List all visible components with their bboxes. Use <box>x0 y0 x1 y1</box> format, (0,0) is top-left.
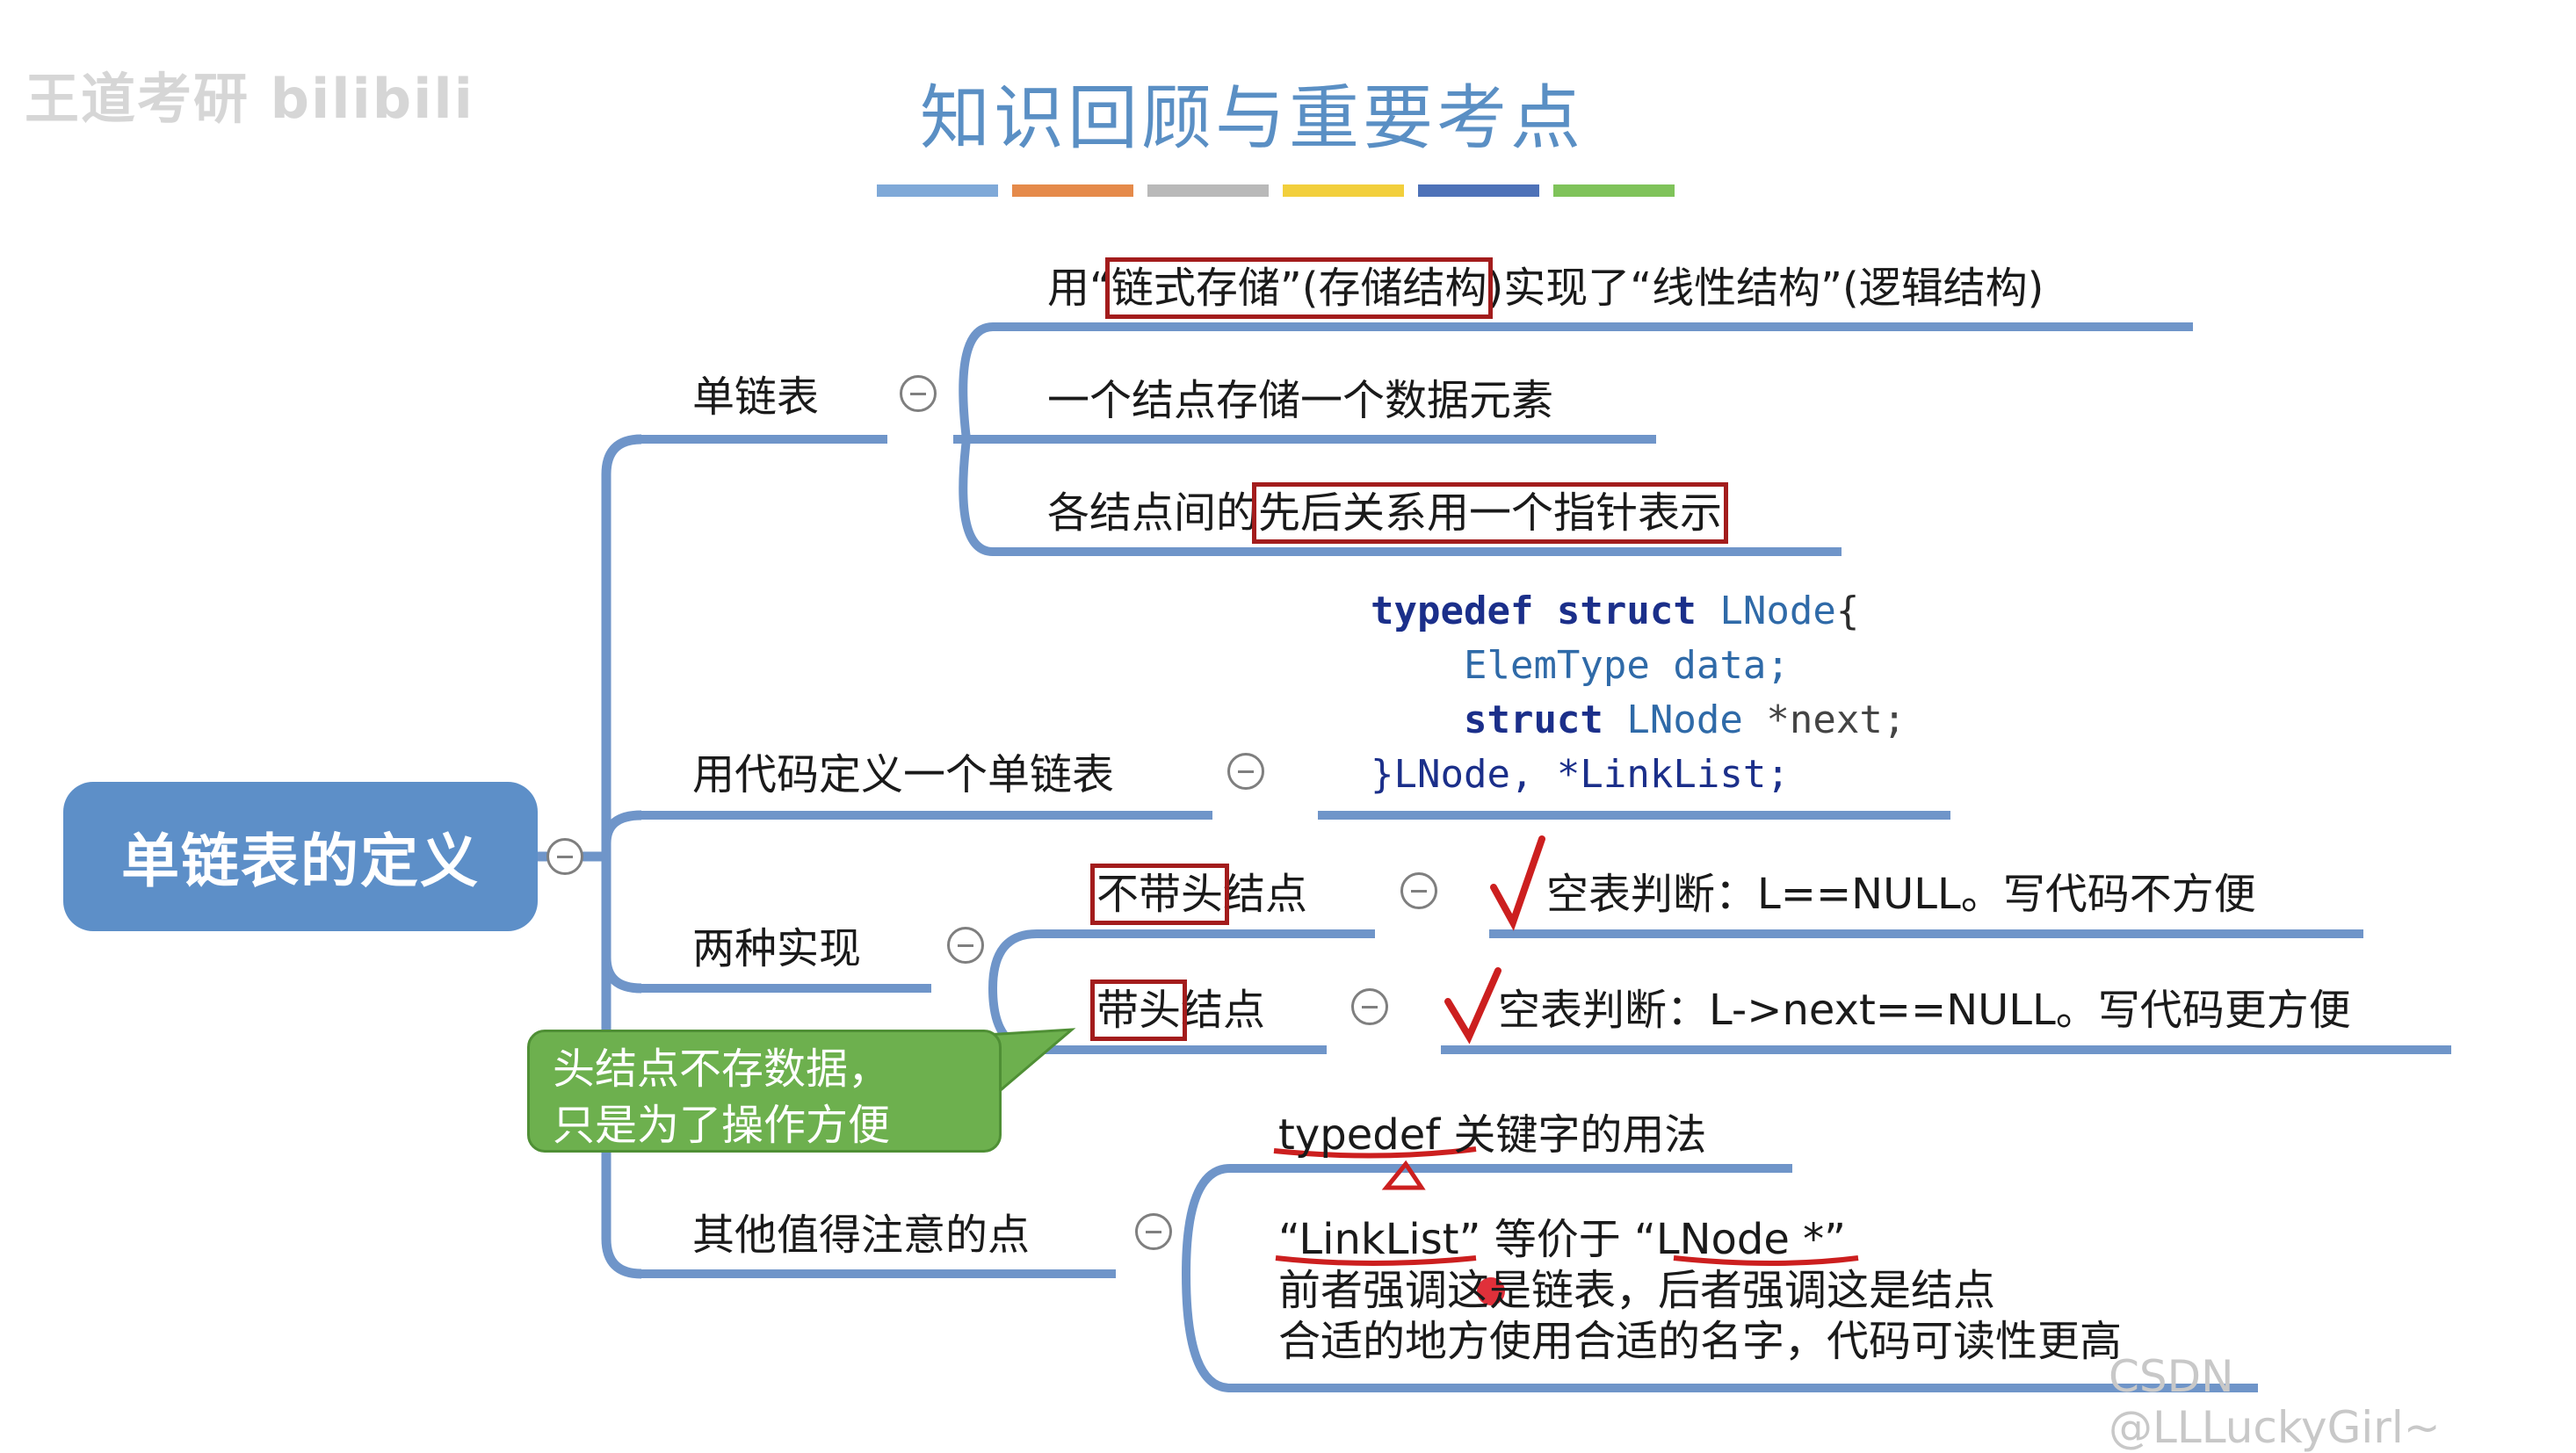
leaf-linklist-equivalence[interactable]: “LinkList” 等价于 “LNode *” 前者强调这是链表，后者强调这是… <box>1278 1214 2122 1367</box>
fan-others <box>1182 1164 1231 1392</box>
branch-two-implementations[interactable]: 两种实现 <box>692 924 862 973</box>
title-color-bar <box>1147 184 1269 197</box>
check-mark-1 <box>1490 835 1545 931</box>
leaf-text: 结点 <box>1181 986 1266 1035</box>
code-text: }LNode, *LinkList; <box>1371 752 1790 797</box>
leaf-linked-storage[interactable]: 用“链式存储”(存储结构)实现了“线性结构”(逻辑结构) <box>1047 253 2044 319</box>
trunk-to-code <box>601 810 642 844</box>
callout-head-node-note: 头结点不存数据， 只是为了操作方便 <box>527 1030 1002 1153</box>
pen-triangle <box>1381 1160 1426 1190</box>
code-keyword: typedef struct <box>1371 589 1697 633</box>
with-head-collapse-button[interactable] <box>1351 988 1388 1025</box>
leaf-line: 合适的地方使用合适的名字，代码可读性更高 <box>1278 1317 2123 1366</box>
note-no-head-empty-check: 空表判断：L==NULL。写代码不方便 <box>1546 870 2256 919</box>
highlight-box: 链式存储”(存储结构 <box>1104 257 1494 319</box>
pen-underline-linklist <box>1275 1255 1477 1266</box>
code-type: LNode <box>1719 589 1836 633</box>
highlight-box: 不带头 <box>1089 864 1230 925</box>
code-text: { <box>1835 589 1860 633</box>
root-node[interactable]: 单链表的定义 <box>63 782 538 931</box>
leaf-typedef-usage[interactable]: typedef 关键字的用法 <box>1278 1100 1706 1161</box>
title-color-bar <box>877 184 998 197</box>
watermark-bottom-right: CSDN @LLLuckyGirl~ <box>2109 1351 2441 1453</box>
code-type: LNode <box>1626 698 1743 742</box>
leaf-node-stores-element[interactable]: 一个结点存储一个数据元素 <box>1047 376 1554 425</box>
leaf-text: 等价于 <box>1480 1215 1634 1264</box>
trunk-line-lower <box>601 857 642 1279</box>
trunk-vertical <box>601 434 642 475</box>
code-type: ElemType <box>1463 643 1650 688</box>
callout-line: 只是为了操作方便 <box>553 1101 891 1150</box>
title-color-bar <box>1418 184 1539 197</box>
branch-single-list[interactable]: 单链表 <box>692 372 820 422</box>
others-collapse-button[interactable] <box>1135 1213 1172 1250</box>
no-head-collapse-button[interactable] <box>1400 872 1437 909</box>
linklist-term: “LinkList” <box>1278 1215 1481 1264</box>
typedef-keyword: typedef <box>1278 1110 1441 1160</box>
leaf-text: 关键字的用法 <box>1440 1110 1707 1160</box>
leaf-pointer-relation[interactable]: 各结点间的先后关系用一个指针表示 <box>1047 478 1729 544</box>
code-definition-collapse-button[interactable] <box>1227 753 1264 790</box>
leaf-text: 结点 <box>1223 870 1308 919</box>
pen-underline-typedef <box>1273 1146 1477 1159</box>
code-text: data; <box>1673 643 1790 688</box>
leaf-with-head-node[interactable]: 带头结点 <box>1089 975 1266 1041</box>
title-color-bars <box>877 184 1675 197</box>
page-title: 知识回顾与重要考点 <box>920 77 1584 159</box>
lnode-pointer-term: “LNode *” <box>1634 1215 1847 1264</box>
highlight-box: 带头 <box>1089 980 1188 1041</box>
pen-cursor-dot <box>1477 1277 1505 1305</box>
leaf-text: 各结点间的 <box>1047 488 1259 538</box>
leaf-no-head-node[interactable]: 不带头结点 <box>1089 859 1308 925</box>
title-color-bar <box>1012 184 1133 197</box>
pen-underline-lnode <box>1673 1255 1859 1266</box>
mindmap-connectors <box>538 184 2451 1392</box>
leaf-line: 前者强调这是链表，后者强调这是结点 <box>1278 1266 1996 1315</box>
fan-single-list <box>952 322 994 556</box>
watermark-top-left: 王道考研 bilibili <box>25 67 474 131</box>
leaf-text: )实现了“线性结构”(逻辑结构) <box>1487 264 2044 313</box>
highlight-box: 先后关系用一个指针表示 <box>1252 482 1729 544</box>
impl-collapse-button[interactable] <box>947 927 984 964</box>
code-block: typedef struct LNode{ ElemType data; str… <box>1371 584 1906 802</box>
title-color-bar <box>1283 184 1404 197</box>
root-collapse-button[interactable] <box>546 838 583 875</box>
branch-other-notes[interactable]: 其他值得注意的点 <box>692 1211 1031 1260</box>
check-mark-2 <box>1444 967 1501 1045</box>
leaf-text: 用“ <box>1047 264 1111 313</box>
single-list-collapse-button[interactable] <box>900 375 937 412</box>
callout-line: 头结点不存数据， <box>553 1045 891 1094</box>
note-with-head-empty-check: 空表判断：L->next==NULL。写代码更方便 <box>1498 986 2351 1035</box>
title-color-bar <box>1553 184 1675 197</box>
code-keyword: struct <box>1463 698 1603 742</box>
trunk-to-impl <box>601 957 642 994</box>
leaf-line: “LinkList” 等价于 “LNode *” <box>1278 1214 2122 1265</box>
root-node-label: 单链表的定义 <box>121 828 480 895</box>
code-text: *next; <box>1766 698 1907 742</box>
branch-code-definition[interactable]: 用代码定义一个单链表 <box>692 750 1115 799</box>
